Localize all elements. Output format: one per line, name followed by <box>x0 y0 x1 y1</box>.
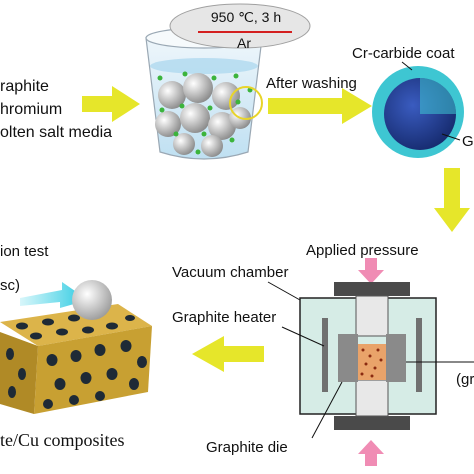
heater-pointer <box>281 326 325 347</box>
applied-pressure-label: Applied pressure <box>306 242 419 259</box>
die-pointer <box>311 381 343 439</box>
magnify-circle <box>229 86 263 120</box>
test-subtitle: sc) <box>0 277 20 294</box>
input-label-molten-salt: olten salt media <box>0 124 112 141</box>
coated-particle <box>372 66 464 158</box>
powder-sample <box>360 348 383 378</box>
furnace-lid <box>169 3 311 49</box>
sliding-direction-arrow <box>20 282 88 308</box>
input-label-chromium: hromium <box>0 101 62 118</box>
test-title: ion test <box>0 243 49 260</box>
test-ball <box>72 280 112 320</box>
furnace-temperature: 950 ℃, 3 h <box>211 9 281 25</box>
arrow-to-sps <box>434 168 470 232</box>
chromium-dots <box>157 71 253 155</box>
graphite-heater-label: Graphite heater <box>172 309 276 326</box>
after-washing-label: After washing <box>266 75 357 92</box>
graphite-inclusions <box>6 314 147 409</box>
coating-label: Cr-carbide coat <box>352 45 455 62</box>
furnace-atmosphere: Ar <box>237 35 251 51</box>
pressure-arrow-bottom <box>358 440 384 466</box>
input-label-graphite: raphite <box>0 78 49 95</box>
graphite-particles <box>155 73 251 157</box>
composite-label: te/Cu composites <box>0 430 125 450</box>
arrow-to-coated-particle <box>268 88 372 124</box>
graphite-die-label: Graphite die <box>206 439 288 456</box>
arrow-to-reactor <box>82 86 140 122</box>
core-pointer <box>441 133 461 141</box>
coating-pointer <box>401 61 413 71</box>
arrow-to-composite <box>192 336 264 372</box>
core-label: G <box>462 133 474 150</box>
vacuum-chamber-label: Vacuum chamber <box>172 264 288 281</box>
graphite-heater <box>322 318 422 392</box>
right-cutoff-label: (gr <box>456 371 474 388</box>
electrodes <box>334 282 410 430</box>
vacuum-pointer <box>267 281 301 301</box>
pressure-arrow-top <box>358 258 384 284</box>
